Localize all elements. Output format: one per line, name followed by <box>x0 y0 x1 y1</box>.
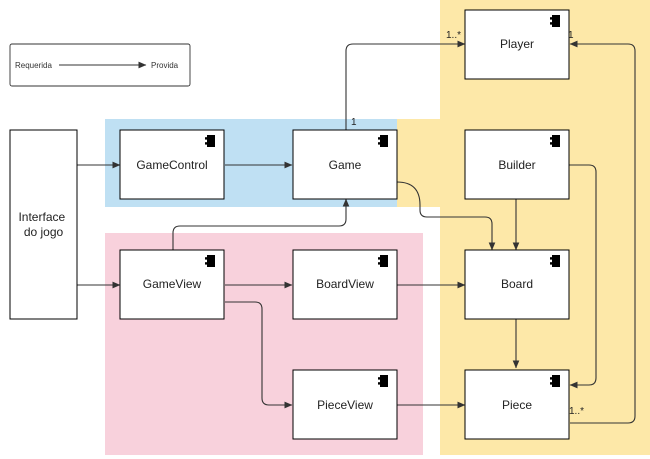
mult-piece-player-target: 1 <box>568 30 574 41</box>
arrow-gameview-game <box>172 198 350 250</box>
boardview-label: BoardView <box>316 277 374 291</box>
player-label: Player <box>500 37 534 51</box>
board-label: Board <box>501 277 533 291</box>
pieceview-label: PieceView <box>317 398 373 412</box>
interface-label-line2: do jogo <box>24 225 64 239</box>
component-piece[interactable]: Piece <box>464 369 570 440</box>
game-label: Game <box>329 158 362 172</box>
legend-required-label: Requerida <box>15 61 52 70</box>
arrow-gameview-pieceview <box>225 301 293 409</box>
component-interface-do-jogo[interactable]: Interface do jogo <box>9 129 78 320</box>
interface-label: Interface do jogo <box>18 210 68 239</box>
component-pieceview[interactable]: PieceView <box>292 369 398 440</box>
mult-game-player-source: 1 <box>351 117 357 128</box>
arrow-game-board <box>396 181 496 251</box>
legend-provided-label: Provida <box>151 61 179 70</box>
arrow-game-player <box>345 40 466 130</box>
builder-label: Builder <box>498 158 535 172</box>
model-region <box>397 0 650 455</box>
legend: Requerida Provida <box>9 43 191 87</box>
arrow-builder-piece <box>568 164 597 389</box>
component-gameview[interactable]: GameView <box>119 249 225 320</box>
component-boardview[interactable]: BoardView <box>292 249 398 320</box>
component-player[interactable]: Player <box>464 9 570 80</box>
component-builder[interactable]: Builder <box>464 129 570 200</box>
piece-label: Piece <box>502 398 532 412</box>
component-gamecontrol[interactable]: GameControl <box>119 129 225 200</box>
component-game[interactable]: Game <box>292 129 398 200</box>
connectors <box>77 40 636 424</box>
interface-label-line1: Interface <box>18 210 65 224</box>
gamecontrol-label: GameControl <box>136 158 207 172</box>
mult-game-player-target: 1..* <box>446 30 461 41</box>
arrow-piece-player <box>569 40 636 424</box>
component-board[interactable]: Board <box>464 249 570 320</box>
gameview-label: GameView <box>143 277 202 291</box>
mult-piece-player-source: 1..* <box>569 406 584 417</box>
